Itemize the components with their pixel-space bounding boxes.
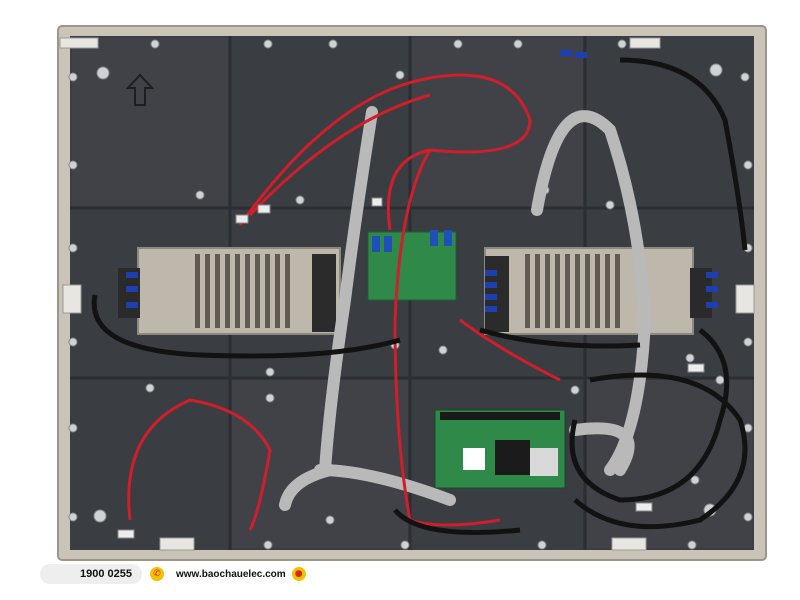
receiving-card — [434, 409, 566, 489]
panel-shading — [72, 38, 752, 548]
wire-connectors — [117, 197, 705, 539]
black-wires — [91, 57, 748, 535]
terminal-board — [367, 230, 457, 301]
phone-number[interactable]: 1900 0255 — [40, 564, 142, 584]
red-wires — [127, 73, 561, 531]
corner-magnets — [59, 37, 755, 551]
website-link[interactable]: www.baochauelec.com — [176, 568, 286, 580]
power-supply-right — [484, 247, 712, 335]
phone-icon: ✆ — [150, 567, 164, 581]
globe-icon: ● — [291, 567, 306, 581]
power-supply-left — [118, 247, 341, 335]
arrow-marking — [125, 73, 155, 106]
terminal-lugs — [126, 50, 718, 312]
ribbon-cables — [279, 106, 652, 511]
contact-footer: 1900 0255 ✆ www.baochauelec.com ● — [40, 564, 318, 584]
